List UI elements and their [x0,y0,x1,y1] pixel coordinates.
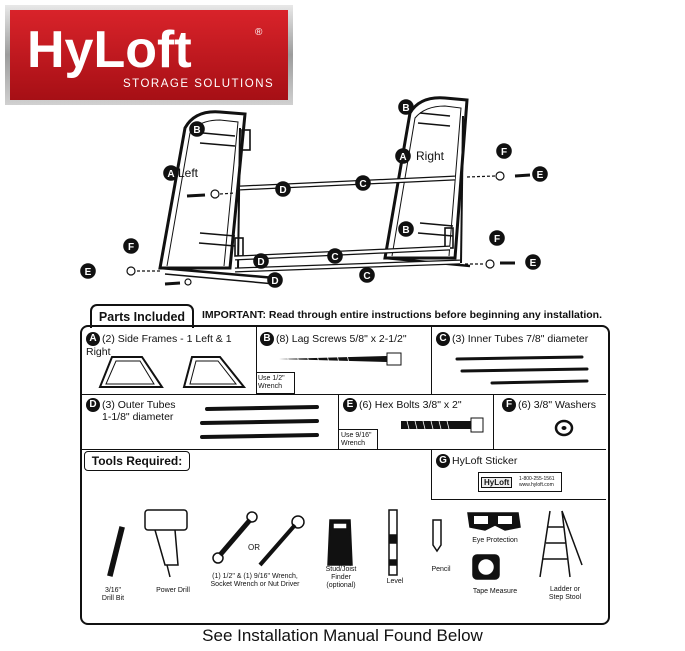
installation-manual-note: See Installation Manual Found Below [202,626,483,645]
part-c-cell: C(3) Inner Tubes 7/8" diameter [432,327,606,395]
part-g-label: HyLoft Sticker [452,454,518,467]
ladder-caption-1: Ladder or [550,586,580,593]
svg-text:A: A [399,152,406,163]
svg-text:C: C [363,271,370,282]
level-caption: Level [386,578,404,585]
outer-tubes-icon [200,405,319,439]
svg-text:B: B [193,125,200,136]
left-side-frame [158,110,276,285]
hardware [126,171,531,286]
left-label: Left [178,166,199,180]
right-label: Right [416,149,445,163]
svg-text:A: A [167,169,174,180]
letter-g-badge: G [436,454,450,468]
hex-bolt-icon [401,417,484,433]
socket-wrench-icon [258,515,305,567]
svg-text:D: D [257,257,264,268]
part-e-note: Use 9/16" Wrench [339,429,378,450]
important-notice: IMPORTANT: Read through entire instructi… [202,309,602,321]
pencil-icon [432,519,442,553]
sticker-phone: 1-800-255-1561 [519,476,555,482]
eye-protection-caption: Eye Protection [472,537,518,544]
tools-illustrations [107,509,583,580]
letter-c-badge: C [436,332,450,346]
eye-protection-icon [467,512,521,531]
callouts: B A Left D C B A Right F E B F E D D C C… [80,99,548,288]
ladder-caption-2: Step Stool [548,594,582,601]
drill-bit-size: 3/16" [104,587,122,594]
part-e-cell: E(6) Hex Bolts 3/8" x 2" Use 9/16" Wrenc… [339,395,494,450]
side-frames-illustration [98,356,247,388]
part-d-cell: D(3) Outer Tubes 1-1/8" diameter [82,395,339,450]
stud-finder-caption-3: (optional) [326,582,356,589]
part-e-label: (6) Hex Bolts 3/8" x 2" [359,398,462,411]
part-c-label: (3) Inner Tubes 7/8" diameter [452,332,589,345]
wrench-caption-1: (1) 1/2" & (1) 9/16" Wrench, [212,573,298,580]
logo-registered: ® [255,27,263,38]
lag-screw-icon [279,352,402,366]
sticker-illustration: HyLoft 1-800-255-1561 www.hyloft.com [478,472,562,492]
part-d-label: (3) Outer Tubes [102,398,176,411]
stud-finder-caption-2: Finder [331,574,351,581]
svg-text:D: D [279,185,286,196]
letter-f-badge: F [502,398,516,412]
part-f-label: (6) 3/8" Washers [518,398,597,411]
power-drill-caption: Power Drill [156,587,190,594]
logo-tagline: STORAGE SOLUTIONS [123,78,274,90]
pencil-caption: Pencil [431,566,451,573]
wrench-caption-2: Socket Wrench or Nut Driver [210,581,300,588]
tape-measure-caption: Tape Measure [472,588,518,595]
part-b-note: Use 1/2" Wrench [256,372,295,394]
tape-measure-icon [472,554,500,580]
power-drill-icon [144,509,188,578]
wrench-icon [212,511,258,564]
svg-text:F: F [494,234,500,245]
hyloft-logo: HyLoft ® STORAGE SOLUTIONS [5,5,293,105]
sticker-brand: HyLoft [481,477,513,488]
letter-b-badge: B [260,332,274,346]
wrench-caption: (1) 1/2" & (1) 9/16" Wrench, Socket Wren… [205,573,305,589]
part-a-label: (2) Side Frames - 1 Left & 1 Right [86,332,232,358]
svg-text:E: E [85,267,92,278]
ladder-caption: Ladder or Step Stool [540,586,590,602]
letter-a-badge: A [86,332,100,346]
svg-text:B: B [402,225,409,236]
svg-text:E: E [530,258,537,269]
or-label: OR [248,543,260,552]
svg-text:F: F [128,242,134,253]
stud-finder-caption: Stud/Joist Finder (optional) [318,566,364,590]
inner-tubes-icon [455,355,589,385]
parts-tools-panel [80,325,610,625]
letter-e-badge: E [343,398,357,412]
tools-required-title: Tools Required: [84,451,190,471]
stud-finder-caption-1: Stud/Joist [325,566,357,573]
part-b-label: (8) Lag Screws 5/8" x 2-1/2" [276,332,407,345]
letter-d-badge: D [86,398,100,412]
svg-text:E: E [537,170,544,181]
svg-text:B: B [402,103,409,114]
ladder-icon [539,510,583,578]
washer-icon [554,419,574,437]
parts-included-tab: Parts Included [90,304,194,328]
sticker-web: www.hyloft.com [519,482,554,488]
svg-text:F: F [501,147,507,158]
svg-text:C: C [331,252,338,263]
part-b-cell: B(8) Lag Screws 5/8" x 2-1/2" Use 1/2" W… [256,327,432,395]
drill-bit-caption: 3/16" Drill Bit [95,587,131,603]
level-icon [388,509,398,576]
part-d-label-2: 1-1/8" diameter [102,411,174,423]
part-f-cell: F(6) 3/8" Washers [494,395,606,450]
drill-bit-label: Drill Bit [101,595,125,602]
drill-bit-icon [107,526,125,577]
svg-text:D: D [271,276,278,287]
part-a-cell: A(2) Side Frames - 1 Left & 1 Right [82,327,257,395]
assembly-diagram: B A Left D C B A Right F E B F E D D C C… [80,96,548,288]
svg-text:C: C [359,179,366,190]
logo-wordmark: HyLoft [27,21,192,79]
stud-finder-icon [327,519,353,566]
